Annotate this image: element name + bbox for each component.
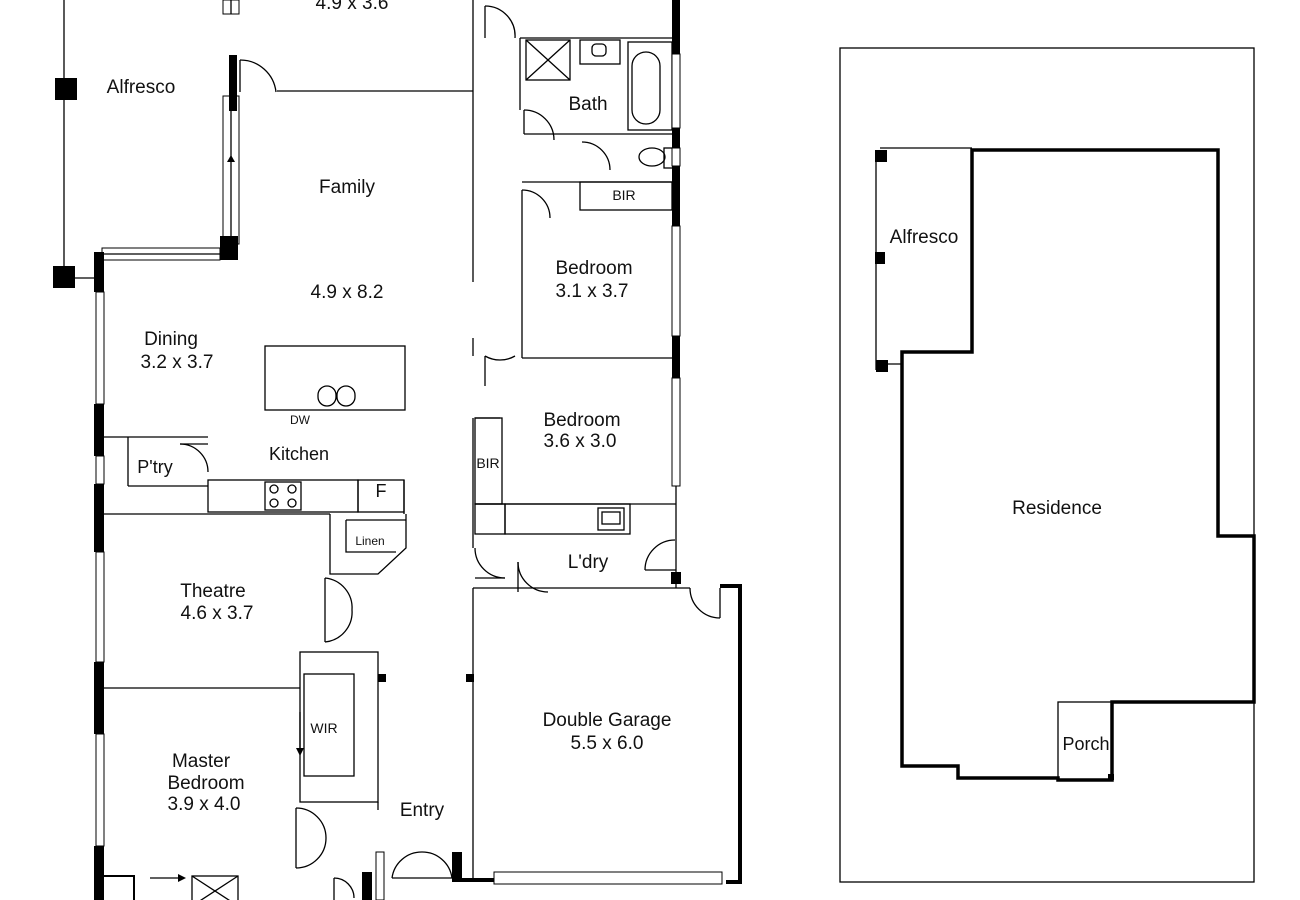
master-label-line2: Bedroom — [167, 773, 244, 794]
site-porch-label: Porch — [1062, 734, 1109, 754]
alfresco-structure — [53, 0, 100, 288]
fridge-label: F — [376, 481, 387, 501]
dining-label: Dining — [144, 329, 198, 350]
family-north-wall — [239, 59, 473, 93]
bir-lower-label: BIR — [476, 455, 499, 471]
siteplan: Alfresco Residence Porch — [839, 47, 1256, 883]
west-wall — [94, 252, 105, 900]
garage-label: Double Garage — [543, 710, 672, 731]
dining-size: 3.2 x 3.7 — [141, 352, 214, 373]
theatre-size: 4.6 x 3.7 — [181, 603, 254, 624]
family-size: 4.9 x 8.2 — [311, 282, 384, 303]
bedroom-2-size: 3.1 x 3.7 — [556, 281, 629, 302]
pantry-label: P'try — [137, 457, 172, 477]
laundry — [474, 503, 676, 593]
pantry-kitchen — [104, 436, 405, 515]
theatre-label: Theatre — [180, 581, 245, 602]
corridor-walls — [472, 0, 516, 548]
upper-room-size: 4.9 x 3.6 — [316, 0, 389, 14]
dishwasher-label: DW — [290, 413, 311, 427]
bir-upper-label: BIR — [612, 187, 635, 203]
linen-cupboard — [329, 514, 407, 575]
walk-in-robe — [296, 651, 386, 810]
east-wall-bedrooms — [671, 0, 681, 588]
double-garage — [456, 572, 742, 885]
master-doors — [99, 807, 355, 900]
laundry-label: L'dry — [568, 552, 609, 573]
theatre-door — [324, 577, 353, 643]
entry-label: Entry — [400, 800, 445, 821]
linen-label: Linen — [355, 534, 384, 548]
family-label: Family — [319, 177, 375, 198]
floorplan: 4.9 x 3.6 Alfresco Bath Family BIR Bedro… — [53, 0, 742, 900]
bedroom-2-label: Bedroom — [555, 258, 632, 279]
bedroom-3-size: 3.6 x 3.0 — [544, 431, 617, 452]
alfresco-label: Alfresco — [107, 77, 176, 98]
site-boundary — [839, 47, 1255, 883]
floorplan-labels: 4.9 x 3.6 Alfresco Bath Family BIR Bedro… — [107, 0, 672, 821]
bedroom-2 — [521, 189, 676, 359]
site-porch — [1057, 701, 1113, 781]
wir-label: WIR — [310, 720, 337, 736]
master-label-line1: Master — [172, 751, 231, 772]
entry-doors — [362, 851, 462, 900]
site-residence-label: Residence — [1012, 498, 1102, 519]
garage-size: 5.5 x 6.0 — [571, 733, 644, 754]
kitchen-island — [264, 345, 406, 411]
site-alfresco — [875, 147, 972, 372]
site-alfresco-label: Alfresco — [890, 227, 959, 248]
master-size: 3.9 x 4.0 — [168, 794, 241, 815]
bath-room — [519, 37, 676, 171]
bedroom-3-label: Bedroom — [543, 410, 620, 431]
kitchen-label: Kitchen — [269, 444, 329, 464]
bir-upper — [522, 181, 676, 211]
bath-label: Bath — [568, 94, 607, 115]
sliding-doors-alfresco — [101, 0, 240, 261]
